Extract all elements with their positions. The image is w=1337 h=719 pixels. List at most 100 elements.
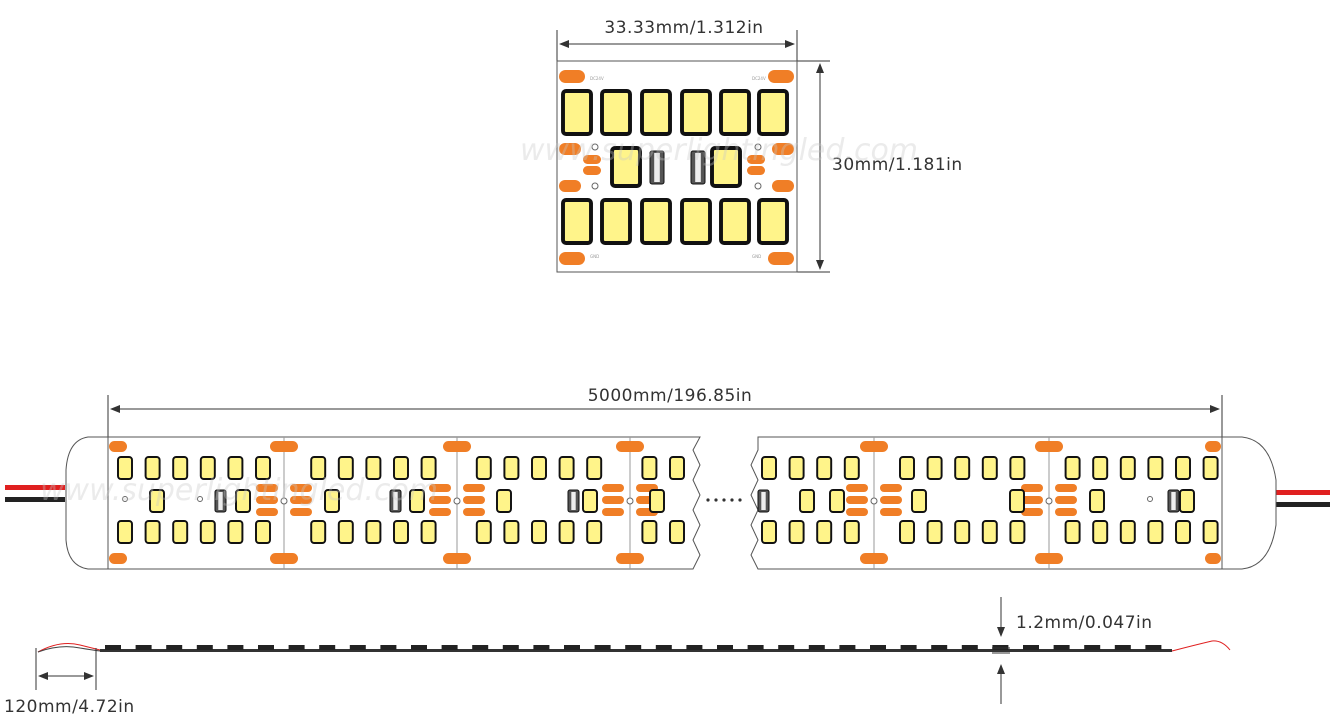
led-chip bbox=[829, 489, 845, 513]
solder-pad bbox=[583, 155, 601, 164]
solder-pad bbox=[747, 166, 765, 175]
solder-pad bbox=[602, 496, 624, 504]
led-chip bbox=[199, 520, 216, 544]
led-chip bbox=[337, 456, 354, 480]
solder-pad bbox=[463, 484, 485, 492]
led-chip bbox=[680, 198, 712, 245]
led-chip bbox=[117, 520, 133, 544]
continuation-dots-icon bbox=[706, 498, 742, 502]
led-chip bbox=[561, 198, 593, 245]
led-chip bbox=[761, 456, 777, 480]
via-hole bbox=[197, 496, 203, 502]
led-chip bbox=[1179, 489, 1195, 513]
resistor-body bbox=[571, 492, 576, 510]
solder-pad bbox=[846, 508, 868, 516]
led-profile bbox=[839, 645, 856, 650]
led-profile bbox=[1023, 645, 1039, 650]
led-chip bbox=[144, 520, 161, 544]
led-profile bbox=[778, 645, 795, 650]
solder-pad bbox=[109, 441, 127, 452]
via-hole bbox=[1147, 496, 1153, 502]
led-chip bbox=[954, 456, 971, 480]
led-profile bbox=[808, 645, 825, 650]
led-chip bbox=[843, 456, 860, 480]
led-profile bbox=[686, 645, 703, 650]
led-profile bbox=[288, 645, 305, 650]
end-cap-left bbox=[65, 436, 108, 570]
solder-pad bbox=[1021, 508, 1043, 516]
led-chip bbox=[255, 456, 271, 480]
led-profile bbox=[594, 645, 611, 650]
led-chip bbox=[1119, 520, 1136, 544]
wire-black-left bbox=[5, 497, 65, 502]
solder-pad bbox=[559, 70, 585, 83]
led-chip bbox=[558, 456, 575, 480]
led-chip bbox=[561, 89, 593, 136]
led-chip bbox=[719, 198, 751, 245]
led-chip bbox=[420, 520, 437, 544]
led-chip bbox=[531, 456, 547, 480]
led-profile bbox=[1084, 645, 1101, 650]
led-chip bbox=[172, 456, 189, 480]
led-chip bbox=[640, 198, 672, 245]
solder-pad bbox=[880, 496, 902, 504]
via-hole bbox=[626, 497, 634, 505]
led-chip bbox=[1092, 520, 1109, 544]
resistor-body bbox=[393, 492, 398, 510]
led-chip bbox=[172, 520, 189, 544]
solder-pad bbox=[583, 166, 601, 175]
led-profile bbox=[655, 645, 672, 650]
solder-pad bbox=[747, 155, 765, 164]
watermark: www.superlightingled.com bbox=[40, 473, 438, 508]
led-chip bbox=[1175, 520, 1191, 544]
solder-pad bbox=[1205, 441, 1221, 452]
wire-length-label: 120mm/4.72in bbox=[4, 697, 135, 717]
solder-pad bbox=[256, 484, 278, 492]
led-chip bbox=[310, 456, 327, 480]
led-chip bbox=[558, 520, 575, 544]
led-chip bbox=[586, 456, 603, 480]
led-chip bbox=[926, 520, 943, 544]
wire-black-side bbox=[37, 646, 101, 653]
led-chip bbox=[669, 456, 685, 480]
wire-red-side-right bbox=[1171, 640, 1231, 652]
wire-black-right bbox=[1275, 502, 1330, 507]
led-chip bbox=[761, 520, 777, 544]
led-profile bbox=[1145, 645, 1162, 650]
wire-red-left bbox=[5, 485, 65, 490]
led-profile bbox=[1114, 645, 1131, 650]
pad-label-negative: GND bbox=[752, 254, 761, 259]
solder-pad bbox=[1055, 508, 1077, 516]
led-profile bbox=[931, 645, 948, 650]
via-hole bbox=[591, 143, 599, 151]
led-chip bbox=[365, 456, 382, 480]
via-hole bbox=[754, 182, 762, 190]
led-chip bbox=[1202, 520, 1219, 544]
led-chip bbox=[420, 456, 437, 480]
led-chip bbox=[911, 489, 927, 513]
led-profile bbox=[105, 645, 121, 650]
solder-pad bbox=[559, 252, 585, 265]
solder-pad bbox=[1021, 484, 1043, 492]
led-profile bbox=[870, 645, 886, 650]
solder-pad bbox=[290, 508, 312, 516]
led-profile bbox=[564, 645, 580, 650]
led-profile bbox=[258, 645, 274, 650]
led-chip bbox=[1119, 456, 1136, 480]
led-chip bbox=[531, 520, 547, 544]
led-profile bbox=[319, 645, 336, 650]
resistor-body bbox=[1171, 492, 1176, 510]
led-chip bbox=[981, 456, 998, 480]
led-profile bbox=[961, 645, 978, 650]
led-chip bbox=[149, 489, 165, 513]
led-profile bbox=[135, 645, 152, 650]
solder-pad bbox=[768, 252, 794, 265]
led-chip bbox=[981, 520, 998, 544]
solder-pad bbox=[1035, 441, 1063, 452]
led-chip bbox=[365, 520, 382, 544]
led-chip bbox=[1147, 520, 1164, 544]
led-chip bbox=[1147, 456, 1164, 480]
via-hole bbox=[280, 497, 288, 505]
solder-pad bbox=[772, 143, 794, 155]
